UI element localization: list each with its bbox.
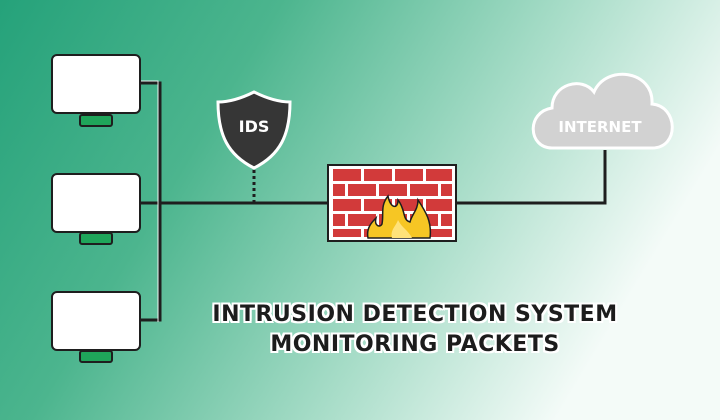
caption-line-2: MONITORING PACKETS: [270, 332, 560, 357]
ids-node: IDS: [216, 90, 292, 203]
internet-node: INTERNET: [531, 72, 674, 150]
monitor-icon: [51, 54, 141, 127]
monitor-top: [51, 54, 141, 127]
monitor-icon: [51, 173, 141, 245]
shield-icon: [216, 90, 292, 170]
ids-label: IDS: [239, 117, 270, 136]
flame-icon: [366, 194, 432, 239]
monitor-bottom: [51, 291, 141, 363]
cloud-icon: [531, 72, 674, 150]
connection-lines: [140, 81, 607, 322]
firewall-icon: [327, 164, 457, 242]
caption-line-1: INTRUSION DETECTION SYSTEM: [212, 302, 618, 327]
connection-lines-highlight: [140, 80, 159, 322]
monitor-middle: [51, 173, 141, 245]
monitor-icon: [51, 291, 141, 363]
diagram-caption: INTRUSION DETECTION SYSTEM MONITORING PA…: [180, 300, 650, 360]
internet-label: INTERNET: [558, 118, 642, 136]
